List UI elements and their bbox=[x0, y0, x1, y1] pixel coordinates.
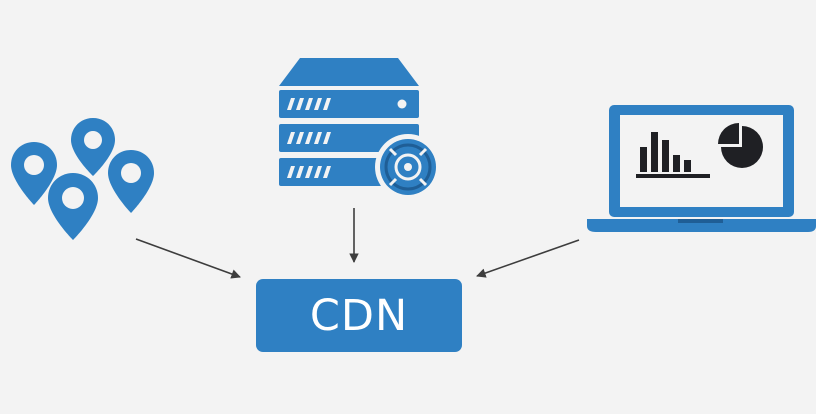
arrow-laptop-to-cdn bbox=[476, 239, 580, 278]
cdn-label: CDN bbox=[309, 290, 409, 341]
map-pin-icon bbox=[48, 173, 98, 240]
cdn-node: CDN bbox=[256, 279, 462, 352]
map-pin-icon bbox=[11, 142, 57, 205]
map-pin-icon bbox=[108, 150, 154, 213]
map-pin-cluster-icon bbox=[11, 118, 154, 240]
map-pin-icon bbox=[71, 118, 115, 176]
arrow-locations-to-cdn bbox=[135, 238, 241, 279]
connector-arrows bbox=[135, 208, 580, 279]
laptop-analytics-icon bbox=[587, 105, 816, 232]
pie-chart-icon bbox=[718, 123, 763, 168]
bar-chart-icon bbox=[636, 132, 710, 178]
network-globe-icon bbox=[375, 134, 441, 200]
